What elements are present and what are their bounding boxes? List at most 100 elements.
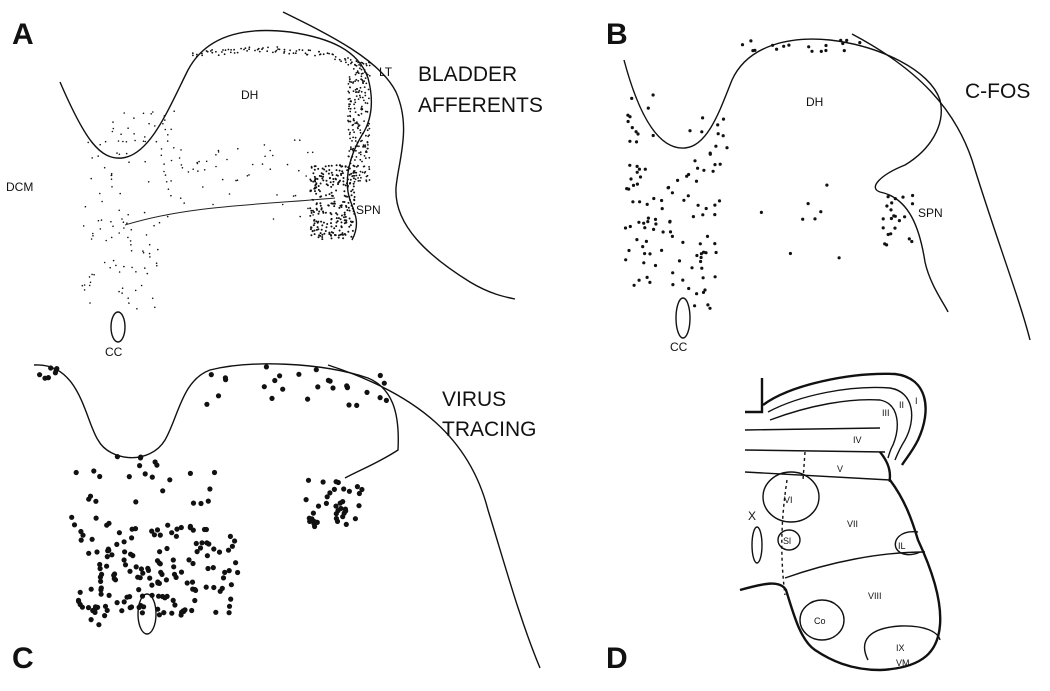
labeled-cell-dot	[131, 266, 133, 269]
labeled-cell-dot	[701, 213, 705, 217]
labeled-cell-dot	[103, 261, 106, 264]
labeled-cell-dot	[363, 86, 366, 88]
labeled-cell-dot	[248, 46, 251, 49]
labeled-cell-dot	[151, 532, 157, 538]
labeled-cell-dot	[119, 608, 125, 614]
labeled-cell-dot	[824, 43, 828, 48]
labeled-cell-dot	[345, 221, 348, 224]
labeled-cell-dot	[235, 569, 241, 576]
labeled-cell-dot	[367, 147, 369, 150]
labeled-cell-dot	[352, 68, 355, 70]
labeled-cell-dot	[173, 533, 179, 539]
labeled-cell-dot	[354, 159, 356, 161]
labeled-cell-dot	[338, 206, 341, 209]
labeled-cell-dot	[316, 226, 319, 229]
panel-d-label-vii: VII	[847, 519, 858, 529]
labeled-cell-dot	[118, 232, 120, 234]
labeled-cell-dot	[112, 127, 115, 130]
labeled-cell-dot	[699, 255, 703, 260]
labeled-cell-dot	[293, 139, 296, 141]
panel-a-grey-matter-outline	[59, 29, 373, 241]
labeled-cell-dot	[211, 584, 217, 591]
labeled-cell-dot	[671, 283, 675, 287]
labeled-cell-dot	[351, 175, 354, 178]
labeled-cell-dot	[119, 192, 121, 195]
labeled-cell-dot	[310, 165, 313, 168]
labeled-cell-dot	[248, 48, 251, 51]
labeled-cell-dot	[365, 72, 368, 75]
labeled-cell-dot	[125, 141, 128, 143]
labeled-cell-dot	[325, 170, 328, 173]
labeled-cell-dot	[713, 242, 717, 246]
labeled-cell-dot	[129, 535, 135, 541]
labeled-cell-dot	[90, 238, 93, 240]
labeled-cell-dot	[101, 200, 103, 203]
labeled-cell-dot	[190, 500, 197, 506]
labeled-cell-dot	[170, 597, 176, 604]
labeled-cell-dot	[212, 203, 214, 206]
labeled-cell-dot	[634, 140, 639, 144]
labeled-cell-dot	[154, 527, 161, 533]
labeled-cell-dot	[75, 597, 82, 603]
labeled-cell-dot	[42, 375, 48, 381]
labeled-cell-dot	[105, 239, 107, 242]
labeled-cell-dot	[154, 306, 156, 309]
labeled-cell-dot	[691, 215, 696, 219]
labeled-cell-dot	[347, 166, 350, 169]
labeled-cell-dot	[335, 169, 338, 172]
labeled-cell-dot	[163, 115, 166, 117]
labeled-cell-dot	[306, 53, 308, 56]
labeled-cell-dot	[316, 221, 319, 224]
labeled-cell-dot	[215, 50, 217, 53]
labeled-cell-dot	[248, 174, 250, 176]
labeled-cell-dot	[348, 182, 351, 185]
labeled-cell-dot	[165, 181, 168, 183]
labeled-cell-dot	[258, 50, 261, 53]
labeled-cell-dot	[327, 172, 330, 175]
labeled-cell-dot	[363, 172, 366, 174]
labeled-cell-dot	[169, 530, 175, 536]
labeled-cell-dot	[339, 233, 342, 236]
labeled-cell-dot	[825, 183, 829, 187]
labeled-cell-dot	[280, 386, 286, 392]
labeled-cell-dot	[321, 177, 324, 180]
labeled-cell-dot	[668, 220, 672, 224]
labeled-cell-dot	[171, 564, 177, 570]
labeled-cell-dot	[133, 133, 135, 135]
labeled-cell-dot	[305, 477, 312, 483]
labeled-cell-dot	[82, 225, 85, 227]
labeled-cell-dot	[645, 202, 649, 206]
labeled-cell-dot	[272, 377, 278, 384]
labeled-cell-dot	[283, 50, 286, 53]
panel-a-letter: A	[12, 18, 34, 51]
panel-a-title-line2: AFFERENTS	[418, 94, 543, 117]
labeled-cell-dot	[354, 73, 357, 76]
labeled-cell-dot	[352, 81, 355, 83]
labeled-cell-dot	[364, 144, 367, 147]
labeled-cell-dot	[333, 479, 339, 485]
panel-d: D I II III IV V VI VII VIII IX VM X IL	[606, 372, 942, 675]
labeled-cell-dot	[98, 578, 104, 585]
labeled-cell-dot	[353, 131, 355, 134]
labeled-cell-dot	[335, 508, 341, 514]
labeled-cell-dot	[318, 234, 321, 237]
labeled-cell-dot	[110, 220, 112, 223]
labeled-cell-dot	[149, 256, 151, 258]
labeled-cell-dot	[128, 302, 130, 304]
labeled-cell-dot	[122, 562, 129, 568]
labeled-cell-dot	[367, 124, 369, 127]
labeled-cell-dot	[637, 167, 642, 171]
labeled-cell-dot	[348, 105, 350, 108]
labeled-cell-dot	[367, 144, 369, 146]
panel-a-label-dcm: DCM	[6, 180, 33, 194]
labeled-cell-dot	[648, 252, 652, 256]
labeled-cell-dot	[361, 78, 363, 81]
labeled-cell-dot	[721, 134, 725, 138]
labeled-cell-dot	[111, 186, 113, 188]
labeled-cell-dot	[232, 538, 238, 544]
labeled-cell-dot	[315, 503, 322, 509]
labeled-cell-dot	[206, 50, 209, 53]
labeled-cell-dot	[314, 184, 317, 187]
labeled-cell-dot	[118, 290, 120, 293]
labeled-cell-dot	[181, 167, 184, 169]
